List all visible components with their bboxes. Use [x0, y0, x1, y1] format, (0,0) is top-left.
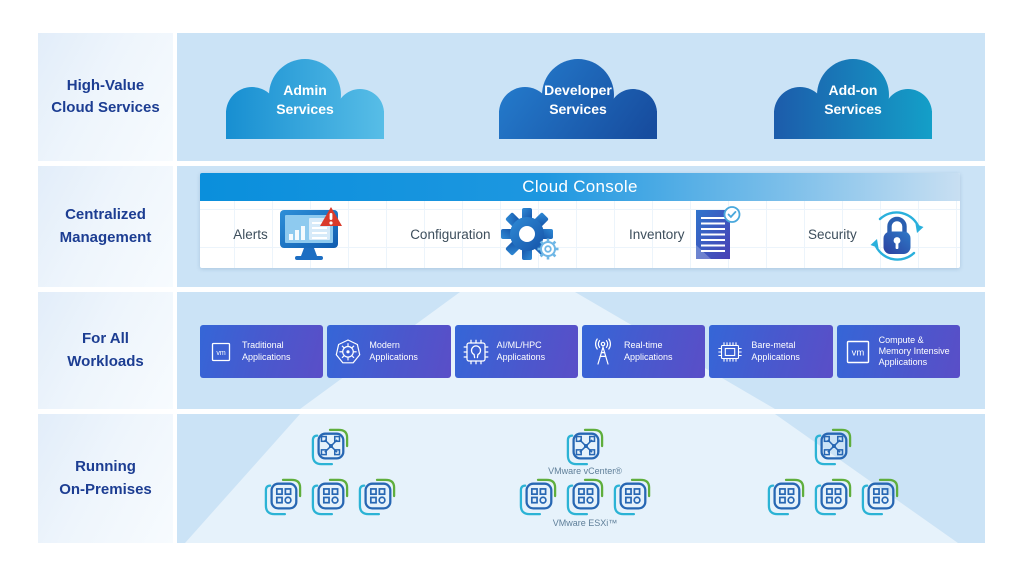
- sidebar-label: Centralized: [65, 206, 146, 223]
- sidebar-label: Workloads: [67, 352, 144, 370]
- vcenter-icon: [311, 428, 349, 466]
- workload-box-compute-memory: Compute & Memory Intensive Applications: [836, 325, 960, 378]
- cloud-console-header: Cloud Console: [200, 173, 960, 201]
- esxi-icon: [519, 478, 557, 516]
- configuration-label: Configuration: [410, 227, 491, 242]
- sidebar-label: For All: [82, 330, 129, 347]
- esxi-host-row: [264, 478, 396, 516]
- esxi-icon: [264, 478, 302, 516]
- workload-label: Bare-metal Applications: [751, 340, 800, 362]
- esxi-host-row: [519, 478, 651, 516]
- antenna-icon: [589, 338, 617, 366]
- console-item-inventory: Inventory: [629, 206, 742, 263]
- esxi-label: VMware ESXi™: [552, 518, 618, 528]
- sidebar-row-high-value-cloud-services: High-Value Cloud Services: [38, 33, 173, 161]
- chip-icon: [716, 338, 744, 366]
- esxi-icon: [861, 478, 899, 516]
- esxi-icon: [767, 478, 805, 516]
- workload-label: Real-time Applications: [623, 340, 673, 362]
- workload-box-ai-ml-hpc: AI/ML/HPC Applications: [454, 325, 578, 378]
- cloud-console-panel: Cloud Console Alerts: [200, 173, 960, 268]
- workload-box-bare-metal: Bare-metal Applications: [709, 325, 833, 378]
- chip-head-icon: [462, 338, 490, 366]
- gears-icon: [500, 207, 558, 260]
- esxi-icon: [814, 478, 852, 516]
- vcenter-icon: [566, 428, 604, 466]
- sidebar-label: Management: [59, 228, 152, 246]
- workload-box-traditional: Traditional Applications: [200, 325, 324, 378]
- kubernetes-icon: [334, 338, 362, 366]
- monitor-alert-icon: [279, 206, 342, 260]
- workload-label: Compute & Memory Intensive Applications: [878, 334, 950, 368]
- vm-box-icon: [844, 338, 872, 366]
- document-check-icon: [696, 206, 741, 259]
- workload-label: Traditional Applications: [242, 340, 291, 362]
- workload-box-real-time: Real-time Applications: [581, 325, 706, 378]
- sidebar-label: Running: [75, 458, 136, 475]
- esxi-host-row: [767, 478, 899, 516]
- console-item-configuration: Configuration: [410, 207, 562, 263]
- esxi-icon: [311, 478, 349, 516]
- inventory-label: Inventory: [628, 227, 685, 242]
- sidebar-label: Cloud Services: [51, 99, 160, 116]
- cloud-console-items: Alerts: [200, 201, 960, 268]
- onprem-cluster-center: VMware vCenter® VMware ESXi™: [510, 428, 660, 542]
- row-centralized-management: Cloud Console Alerts: [177, 166, 985, 287]
- cloud-console-title: Cloud Console: [522, 177, 638, 196]
- cloud-shape-icon: [499, 59, 657, 139]
- esxi-icon: [566, 478, 604, 516]
- esxi-icon: [613, 478, 651, 516]
- row-for-all-workloads: Traditional Applications Modern Applicat…: [177, 292, 985, 409]
- workload-label: Modern Applications: [369, 340, 418, 362]
- sidebar-label: High-Value: [66, 76, 145, 94]
- onprem-cluster-right: [758, 428, 908, 542]
- vcenter-icon: [814, 428, 852, 466]
- workload-boxes: Traditional Applications Modern Applicat…: [200, 325, 960, 378]
- sidebar-row-for-all-workloads: For All Workloads: [38, 292, 173, 409]
- cloud-shape-icon: [774, 59, 932, 139]
- workload-box-modern: Modern Applications: [327, 325, 451, 378]
- lock-sync-icon: [870, 210, 924, 261]
- cloud-shape-icon: [226, 59, 384, 139]
- row-running-on-premises: VMware vCenter® VMware ESXi™: [177, 414, 985, 543]
- alerts-label: Alerts: [233, 227, 268, 242]
- security-label: Security: [807, 227, 857, 242]
- onprem-cluster-left: [255, 428, 405, 542]
- sidebar-row-running-on-premises: Running On-Premises: [38, 414, 173, 543]
- vcenter-label: VMware vCenter®: [548, 466, 622, 476]
- workload-label: AI/ML/HPC Applications: [496, 340, 546, 362]
- sidebar-row-centralized-management: Centralized Management: [38, 166, 173, 287]
- esxi-icon: [358, 478, 396, 516]
- console-item-alerts: Alerts: [233, 206, 344, 263]
- console-item-security: Security: [808, 206, 927, 264]
- sidebar-label: On-Premises: [59, 480, 152, 498]
- vm-box-icon: [207, 338, 235, 366]
